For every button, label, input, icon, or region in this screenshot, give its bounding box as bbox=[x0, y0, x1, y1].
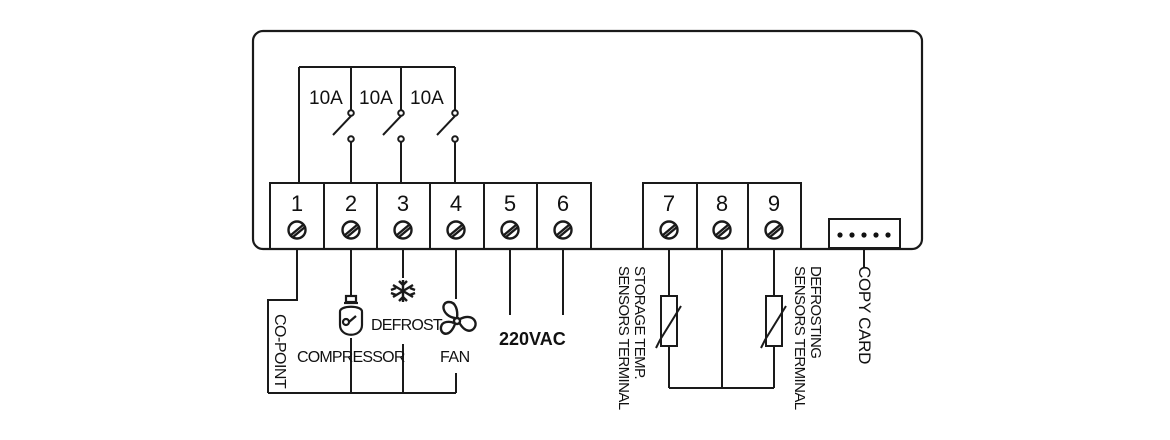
defrosting-sensor-label-line2: SENSORS TERMINAL bbox=[791, 266, 808, 410]
sensor-wiring bbox=[668, 249, 775, 389]
terminal-number-7: 7 bbox=[663, 191, 675, 216]
relay-contact-2 bbox=[382, 109, 405, 183]
fan-label: FAN bbox=[440, 349, 470, 366]
defrosting-sensor-label-line1: DEFROSTING bbox=[807, 266, 824, 358]
relay-rating-3: 10A bbox=[410, 88, 444, 109]
screw-terminal-icon bbox=[287, 220, 307, 240]
terminal-number-4: 4 bbox=[450, 191, 462, 216]
relay-contact-3 bbox=[436, 109, 459, 183]
storage-sensor-label-line1: STORAGE TEMP. bbox=[631, 266, 648, 379]
output-wiring bbox=[267, 249, 564, 394]
screw-terminal-icon bbox=[341, 220, 361, 240]
terminal-number-6: 6 bbox=[557, 191, 569, 216]
terminal-number-5: 5 bbox=[504, 191, 516, 216]
terminal-number-2: 2 bbox=[345, 191, 357, 216]
screw-terminal-icon bbox=[500, 220, 520, 240]
terminal-number-1: 1 bbox=[291, 191, 303, 216]
snowflake-icon bbox=[390, 280, 416, 302]
fan-icon bbox=[439, 300, 477, 335]
defrost-label: DEFROST bbox=[371, 317, 443, 334]
defrosting-sensor-symbol bbox=[760, 295, 787, 349]
copy-card-label: COPY CARD bbox=[855, 266, 874, 364]
relay-common-bus bbox=[298, 66, 456, 183]
storage-sensor-symbol bbox=[655, 295, 682, 349]
storage-sensor-label-line2: SENSORS TERMINAL bbox=[615, 266, 632, 410]
left-terminal-block bbox=[269, 182, 592, 250]
terminal-number-3: 3 bbox=[397, 191, 409, 216]
screw-terminal-icon bbox=[712, 220, 732, 240]
power-label: 220VAC bbox=[499, 329, 566, 349]
relay-contact-1 bbox=[332, 109, 355, 183]
screw-terminal-icon bbox=[446, 220, 466, 240]
relay-rating-1: 10A bbox=[309, 88, 343, 109]
screw-terminal-icon bbox=[393, 220, 413, 240]
copy-card-connector bbox=[828, 218, 901, 249]
co-point-label: CO-POINT bbox=[271, 314, 288, 389]
screw-terminal-icon bbox=[764, 220, 784, 240]
relay-rating-2: 10A bbox=[359, 88, 393, 109]
screw-terminal-icon bbox=[553, 220, 573, 240]
compressor-label: COMPRESSOR bbox=[297, 349, 405, 366]
screw-terminal-icon bbox=[659, 220, 679, 240]
terminal-number-8: 8 bbox=[716, 191, 728, 216]
terminal-number-9: 9 bbox=[768, 191, 780, 216]
compressor-icon bbox=[338, 294, 364, 336]
